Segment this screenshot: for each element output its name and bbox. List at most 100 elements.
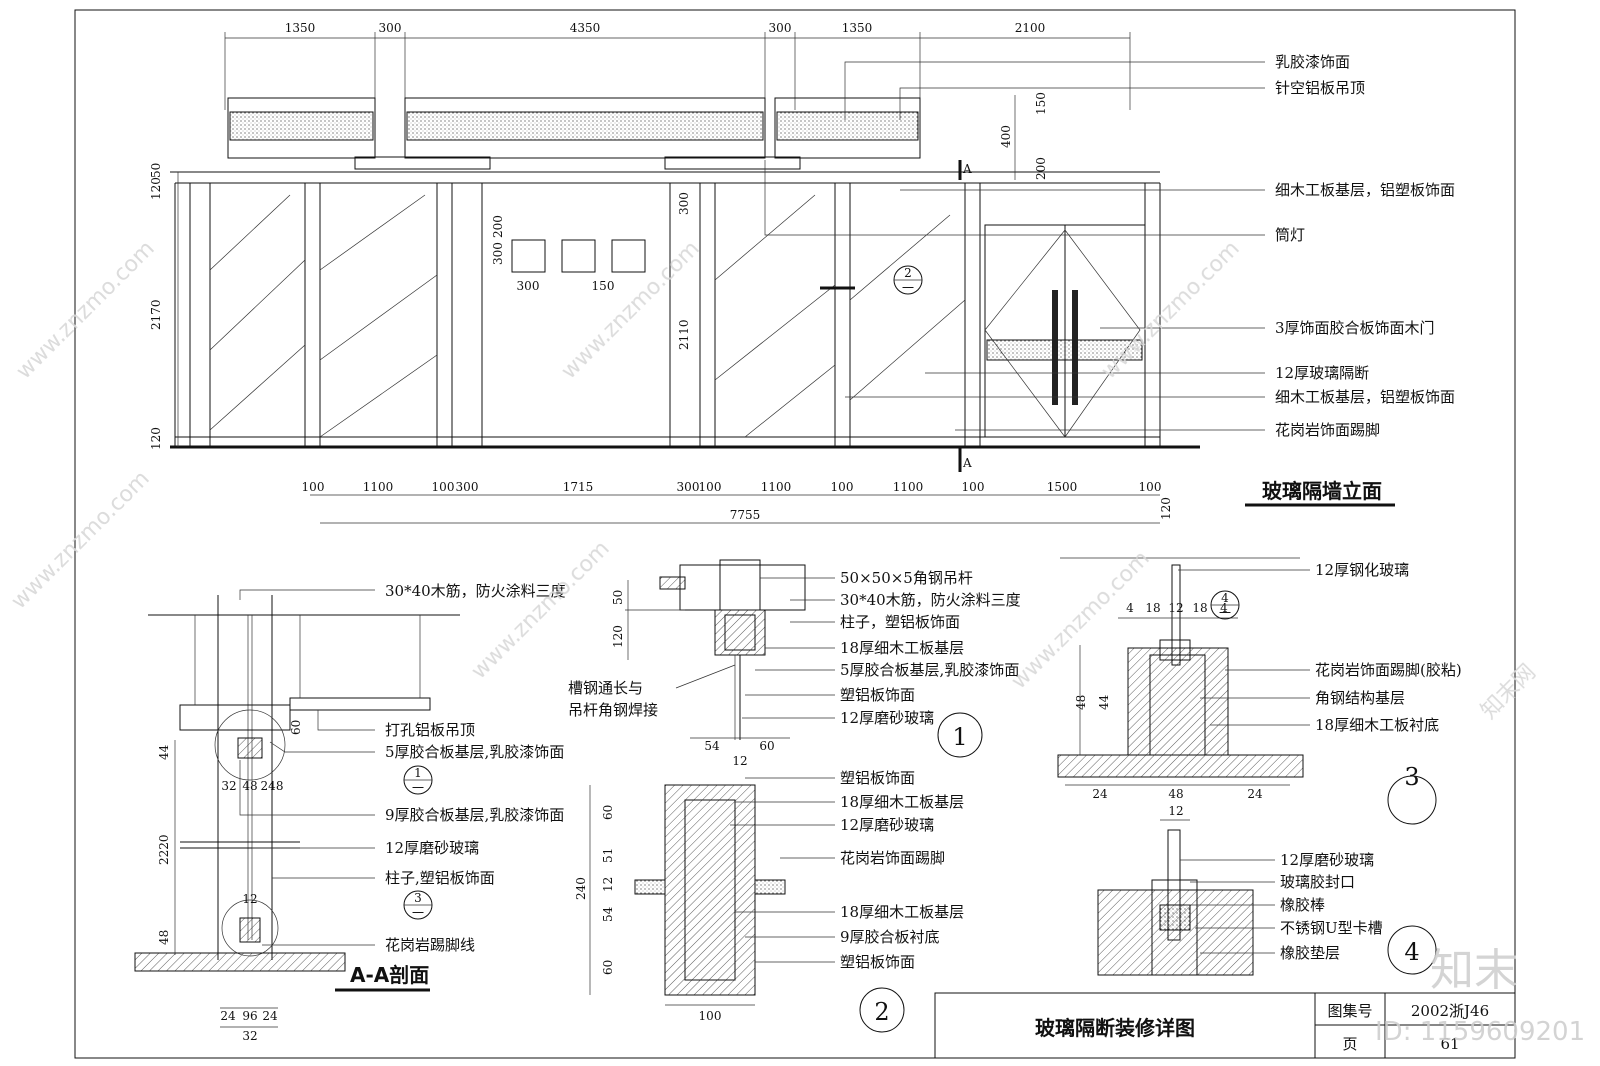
d1-dim-54: 54 [704,739,720,753]
bottom-dim-2: 100 [432,480,455,494]
d2-label-2: 12厚磨砂玻璃 [840,816,934,834]
top-dim-2: 4350 [570,21,601,35]
watermark-site-5: www.znzmo.com [467,536,615,684]
watermark-site-4: www.znzmo.com [7,466,155,614]
d3-callout-num: 4 [1221,591,1229,605]
watermark-id: ID: 1159609201 [1375,1017,1585,1047]
detail-1: 50 120 54 60 12 50×50×5角钢吊杆 30*40木筋，防火涂料… [568,559,1021,768]
sheet-border [74,9,1516,1059]
elevation-title: 玻璃隔墙立面 [1262,479,1382,503]
right-dim-2: 200 [1034,157,1048,180]
right-dim-1: 400 [999,125,1013,148]
page-label: 页 [1342,1035,1357,1053]
atlas-value: 2002浙J46 [1411,1002,1489,1020]
d1-dim-120: 120 [611,625,625,648]
section-aa-title: A-A剖面 [350,963,429,987]
d1-dim-50: 50 [611,590,625,605]
d1-label-5: 塑铝板饰面 [840,686,915,704]
d3-top-12: 12 [1168,601,1183,615]
watermark-site-cn: 知末网 [1477,660,1541,724]
d2-label-6: 塑铝板饰面 [840,953,915,971]
total-dim: 7755 [730,508,761,522]
elev-label-4: 3厚饰面胶合板饰面木门 [1275,319,1435,337]
d2-label-3: 花岗岩饰面踢脚 [840,849,945,867]
bottom-dim-12: 100 [1139,480,1162,494]
aa-callout-3-sheet: 一 [412,906,424,920]
d2-dim-60b: 60 [601,960,615,975]
d3-dim-44: 44 [1097,694,1111,710]
d1-label-6: 12厚磨砂玻璃 [840,709,934,727]
bottom-dim-8: 100 [831,480,854,494]
inner-dim-300a: 300 [677,192,691,215]
d4-label-3: 不锈钢U型卡槽 [1280,919,1383,937]
aa-dim-60: 60 [289,720,303,735]
bottom-dim-7: 1100 [761,480,792,494]
right-dim-0: 150 [1034,92,1048,115]
top-dim-3: 300 [769,21,792,35]
d1-label-2: 柱子，塑铝板饰面 [840,613,960,631]
d4-label-0: 12厚磨砂玻璃 [1280,851,1374,869]
aa-label-1: 打孔铝板吊顶 [385,721,475,739]
aa-label-0: 30*40木筋，防火涂料三度 [385,582,566,600]
d2-dim-100: 100 [699,1009,722,1023]
d2-dim-12: 12 [601,877,615,892]
elev-label-7: 花岗岩饰面踢脚 [1275,421,1380,439]
d3-top-18: 18 [1145,601,1160,615]
d1-number: 1 [952,723,967,751]
aa-dim-48b: 48 [242,779,257,793]
bottom-dim-0: 100 [302,480,325,494]
d2-dim-51: 51 [601,848,615,863]
d1-label-0: 50×50×5角钢吊杆 [840,569,973,587]
d2-label-0: 塑铝板饰面 [840,769,915,787]
elev-label-3: 筒灯 [1275,226,1305,244]
d1-label-3: 18厚细木工板基层 [840,639,964,657]
section-mark-bottom: A [962,456,972,470]
left-dim-3: 120 [149,427,163,450]
aa-label-2: 5厚胶合板基层,乳胶漆饰面 [385,743,564,761]
aa-label-3: 9厚胶合板基层,乳胶漆饰面 [385,806,564,824]
inner-dim-300b: 300 [491,242,505,265]
section-aa: 44 2220 48 60 32 48 248 12 24 96 24 32 1… [134,582,566,1043]
aa-dim-12: 12 [242,892,257,906]
aa-callout-1-sheet: 一 [412,781,424,795]
bottom-dim-3: 300 [456,480,479,494]
d3-label-1: 花岗岩饰面踢脚(胶粘) [1315,661,1462,679]
d1-label-4: 5厚胶合板基层,乳胶漆饰面 [840,661,1019,679]
aa-label-5: 柱子,塑铝板饰面 [385,869,495,887]
elev-label-6: 细木工板基层，铝塑板饰面 [1275,388,1455,406]
d3-callout-sheet: 一 [1219,606,1231,620]
d3-top-18b: 18 [1192,601,1207,615]
aa-callout-3-num: 3 [414,891,422,905]
inner-dim-2110: 2110 [677,319,691,350]
aa-label-4: 12厚磨砂玻璃 [385,839,479,857]
aa-dim-44: 44 [157,744,171,760]
title-block: 玻璃隔断装修详图 图集号 2002浙J46 页 61 [934,992,1516,1059]
aa-bdim-24: 24 [220,1009,236,1023]
d4-label-4: 橡胶垫层 [1280,944,1340,962]
d3-label-3: 18厚细木工板衬底 [1315,716,1439,734]
d2-number: 2 [874,998,889,1026]
d3-label-2: 角钢结构基层 [1315,689,1405,707]
d3-bdim-24b: 24 [1247,787,1263,801]
d3-label-0: 12厚钢化玻璃 [1315,561,1409,579]
top-dim-1: 300 [379,21,402,35]
aa-dim-32: 32 [221,779,236,793]
d2-dim-54: 54 [601,906,615,922]
atlas-label: 图集号 [1327,1002,1372,1020]
d2-label-5: 9厚胶合板衬底 [840,928,940,946]
d3-bdim-48: 48 [1168,787,1183,801]
d2-dim-240: 240 [574,877,588,900]
section-mark-top: A [962,162,972,176]
aa-dim-48: 48 [157,930,171,945]
d3-bdim-24: 24 [1092,787,1108,801]
aa-bdim-24b: 24 [262,1009,278,1023]
left-dim-1: 50 [149,163,163,178]
right-small-dim: 120 [1159,497,1173,520]
inner-dim-300c: 300 [517,279,540,293]
elev-callout-sheet: 一 [902,281,914,295]
page-value: 61 [1440,1035,1459,1053]
d2-label-4: 18厚细木工板基层 [840,903,964,921]
d3-top-4: 4 [1126,601,1134,615]
inner-dim-200: 200 [491,215,505,238]
